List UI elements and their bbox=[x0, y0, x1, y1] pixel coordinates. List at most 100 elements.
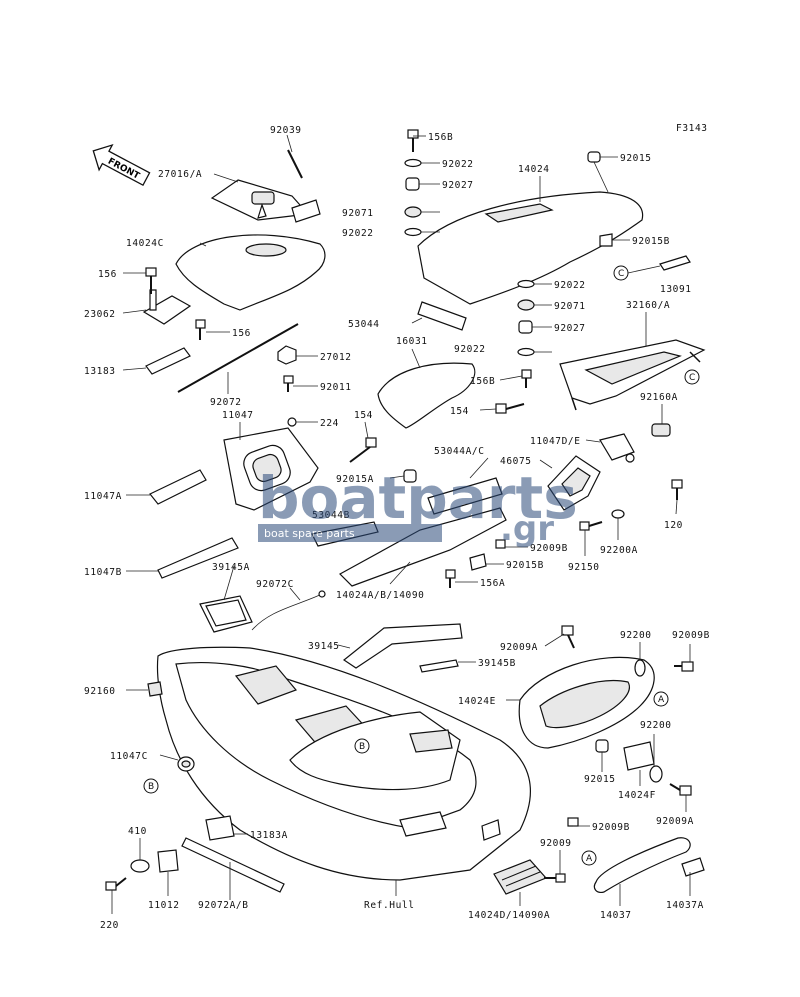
tie-14037-part bbox=[593, 837, 691, 893]
label-92015A: 92015A bbox=[336, 474, 374, 485]
label-92072AB: 92072A/B bbox=[198, 900, 249, 911]
label-14024ABC: 14024A/B/14090 bbox=[336, 590, 424, 601]
label-120: 120 bbox=[664, 520, 683, 531]
watermark-tagline-bar bbox=[258, 524, 442, 542]
bracket-11047DE-part bbox=[599, 433, 635, 463]
bolt-156B-mid-part bbox=[521, 369, 532, 388]
label-92022a: 92022 bbox=[442, 159, 474, 170]
grommet-92071a-part bbox=[404, 206, 422, 218]
bolt-156A-part bbox=[445, 569, 456, 588]
label-154b: 154 bbox=[450, 406, 469, 417]
seal-39145A-part bbox=[199, 595, 253, 633]
label-RefHull: Ref.Hull bbox=[364, 900, 415, 911]
leader-lines bbox=[111, 134, 691, 914]
washer-92200b-part bbox=[649, 765, 663, 783]
bolt-92009B-top-part bbox=[674, 661, 694, 672]
bolt-92009A-top-part bbox=[561, 625, 575, 649]
label-13091: 13091 bbox=[660, 284, 692, 295]
washer-410-part bbox=[130, 859, 150, 873]
collar-92027a-part bbox=[405, 177, 420, 191]
svg-text:A: A bbox=[586, 854, 593, 864]
cap-92160-part bbox=[147, 681, 163, 697]
label-27012: 27012 bbox=[320, 352, 352, 363]
label-92009A-top: 92009A bbox=[500, 642, 538, 653]
block-92160A-part bbox=[651, 423, 671, 437]
plate-13183-part bbox=[145, 347, 191, 375]
frame-32160A-part bbox=[559, 339, 706, 411]
collar-92015-low-part bbox=[595, 739, 609, 753]
collar-92027b-part bbox=[518, 320, 533, 334]
screw-92009-part bbox=[544, 873, 566, 883]
label-39145: 39145 bbox=[308, 641, 340, 652]
watermark-suffix: .gr bbox=[500, 509, 554, 549]
label-92015-low: 92015 bbox=[584, 774, 616, 785]
label-92015: 92015 bbox=[620, 153, 652, 164]
bolt-156a-part bbox=[145, 267, 157, 294]
label-14037: 14037 bbox=[600, 910, 632, 921]
label-92200a: 92200 bbox=[620, 630, 652, 641]
bolt-92009B-low-part bbox=[567, 817, 579, 827]
label-220: 220 bbox=[100, 920, 119, 931]
label-156B-top: 156B bbox=[428, 132, 453, 143]
label-92022c: 92022 bbox=[554, 280, 586, 291]
bolt-92011-part bbox=[283, 375, 294, 392]
label-14024F: 14024F bbox=[618, 790, 656, 801]
grommet-11047C-part bbox=[177, 756, 195, 772]
label-92200A: 92200A bbox=[600, 545, 638, 556]
label-92071b: 92071 bbox=[554, 301, 586, 312]
label-14037A: 14037A bbox=[666, 900, 704, 911]
bracket-14024F-part bbox=[623, 741, 655, 771]
screw-224-part bbox=[287, 417, 297, 427]
label-92160A: 92160A bbox=[640, 392, 678, 403]
bolt-156B-top-part bbox=[407, 129, 419, 152]
label-156a: 156 bbox=[98, 269, 117, 280]
washer-92022a-part bbox=[404, 158, 422, 168]
svg-text:C: C bbox=[689, 373, 695, 383]
rear-cushion-part bbox=[210, 179, 310, 221]
bolt-220-part bbox=[105, 877, 127, 891]
label-92015B-top: 92015B bbox=[632, 236, 670, 247]
bracket-11047-part bbox=[223, 427, 319, 511]
svg-text:C: C bbox=[618, 269, 624, 279]
screw-92150-part bbox=[579, 521, 603, 531]
washer-92200a-part bbox=[634, 659, 646, 677]
label-11047C: 11047C bbox=[110, 751, 148, 762]
cover-16031-part bbox=[377, 362, 476, 429]
callout-a-handle: A bbox=[653, 691, 669, 707]
strap-92072AB-part bbox=[181, 837, 285, 893]
bolt-154a-part bbox=[349, 437, 377, 463]
hull-part bbox=[156, 646, 531, 881]
label-11047DE: 11047D/E bbox=[530, 436, 581, 447]
grip-14024D-part bbox=[493, 859, 548, 895]
bolt-120-part bbox=[671, 479, 683, 500]
label-11047A: 11047A bbox=[84, 491, 122, 502]
nut-27012-part bbox=[277, 345, 297, 365]
bolt-92009B-mid-part bbox=[495, 539, 506, 549]
label-92009B-top: 92009B bbox=[672, 630, 710, 641]
label-92071a: 92071 bbox=[342, 208, 374, 219]
washer-92200A-part bbox=[611, 509, 625, 519]
washer-92022d-part bbox=[517, 347, 535, 357]
label-92150: 92150 bbox=[568, 562, 600, 573]
strap-11047B-part bbox=[157, 537, 239, 579]
label-14024E: 14024E bbox=[458, 696, 496, 707]
clip-14037A-part bbox=[681, 857, 705, 877]
clip-11012-part bbox=[157, 849, 179, 873]
bolt-154b-part bbox=[495, 403, 525, 414]
rear-cover-left-part bbox=[175, 234, 326, 311]
label-92160: 92160 bbox=[84, 686, 116, 697]
handle-14024E-part bbox=[518, 656, 655, 749]
figure-code: F3143 bbox=[676, 123, 708, 134]
label-92027a: 92027 bbox=[442, 180, 474, 191]
bolt-92009A-low-part bbox=[669, 783, 692, 796]
holder-46075-part bbox=[547, 455, 601, 511]
label-39145B: 39145B bbox=[478, 658, 516, 669]
label-39145A: 39145A bbox=[212, 562, 250, 573]
label-92027b: 92027 bbox=[554, 323, 586, 334]
label-14024C: 14024C bbox=[126, 238, 164, 249]
label-92015B-mid: 92015B bbox=[506, 560, 544, 571]
label-156A: 156A bbox=[480, 578, 505, 589]
cap-92015-part bbox=[587, 151, 609, 193]
clip-92015B-top-part bbox=[599, 233, 613, 247]
